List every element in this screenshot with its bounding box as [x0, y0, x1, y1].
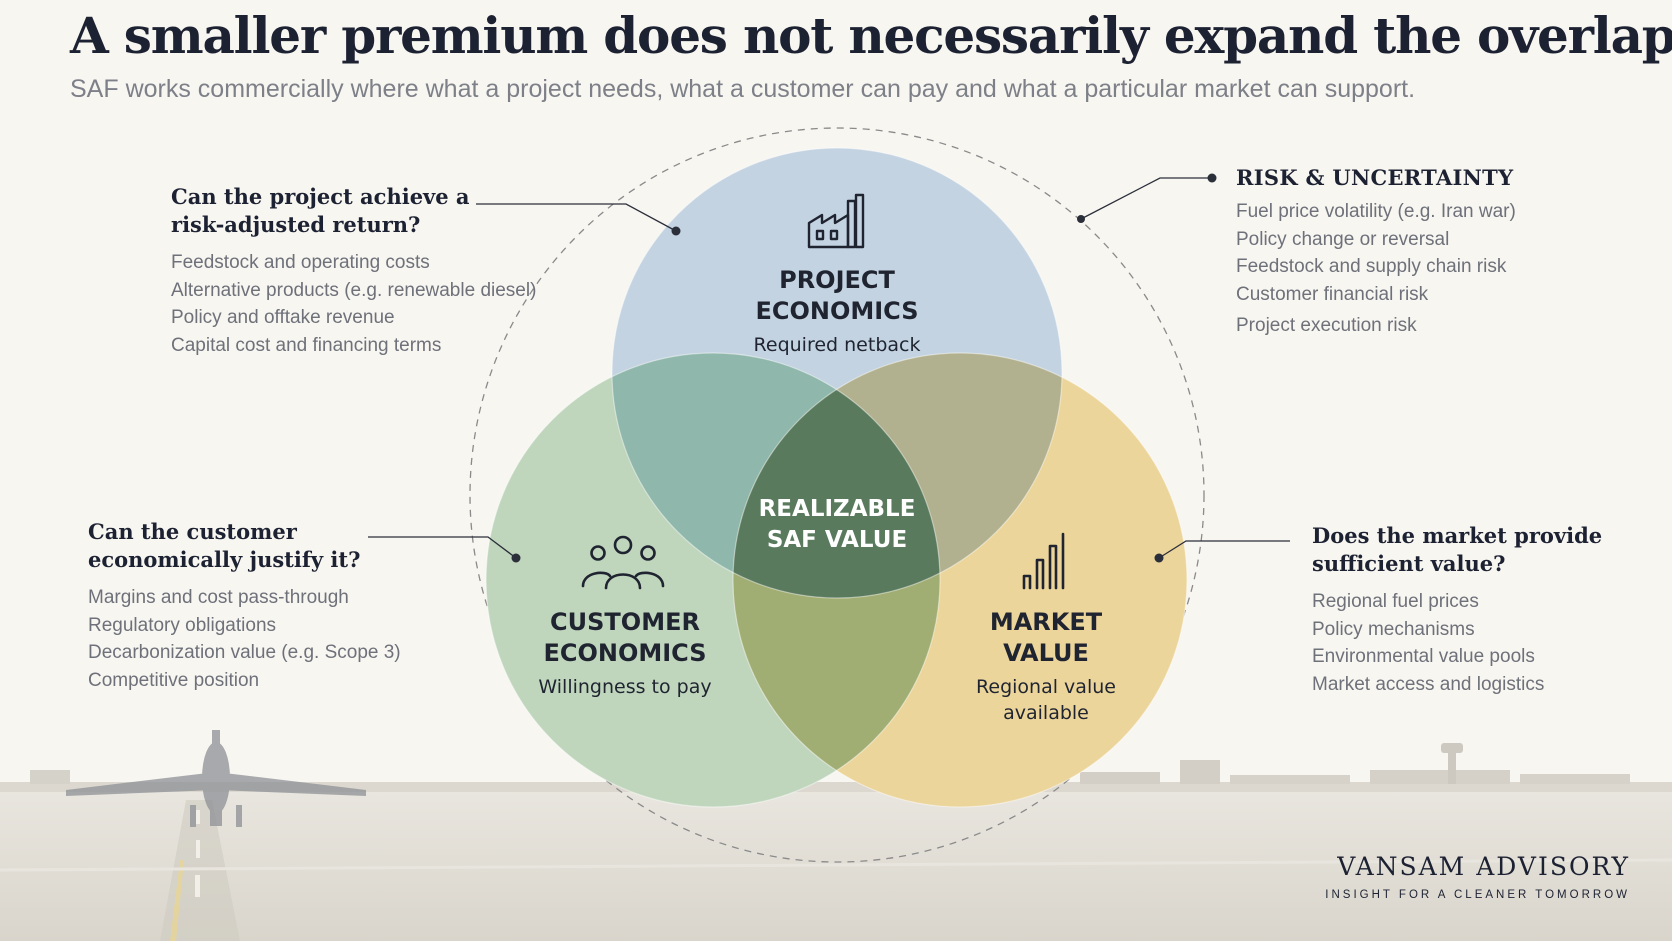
project-callout: Can the project achieve a risk-adjusted … [171, 183, 537, 359]
customer-connector-dot [511, 553, 521, 563]
market-item: Market access and logistics [1312, 673, 1545, 695]
market-title-line2: VALUE [1003, 639, 1089, 667]
market-subtitle-line2: available [1003, 702, 1089, 724]
customer-title-line1: CUSTOMER [550, 608, 700, 636]
risk-item: Project execution risk [1236, 315, 1417, 336]
brand-block: VANSAM ADVISORY INSIGHT FOR A CLEANER TO… [1325, 852, 1630, 901]
project-title-line1: PROJECT [779, 266, 895, 294]
page-title: A smaller premium does not necessarily e… [70, 6, 1672, 65]
people-icon [581, 535, 665, 590]
market-item: Environmental value pools [1312, 646, 1535, 667]
factory-icon [807, 193, 865, 249]
project-subtitle: Required netback [753, 334, 921, 356]
page-subtitle: SAF works commercially where what a proj… [70, 75, 1416, 103]
customer-item: Competitive position [88, 669, 260, 691]
customer-economics-label: CUSTOMER ECONOMICS Willingness to pay [505, 607, 745, 700]
project-economics-label: PROJECT ECONOMICS Required netback [717, 265, 957, 358]
customer-subtitle: Willingness to pay [538, 676, 712, 698]
customer-callout: Can the customer economically justify it… [88, 518, 401, 694]
risk-title: RISK & UNCERTAINTY [1236, 165, 1514, 190]
risk-connector [1080, 177, 1212, 220]
market-value-label: MARKET VALUE Regional value available [926, 607, 1166, 726]
project-item: Capital cost and financing terms [171, 334, 442, 356]
brand-tagline: INSIGHT FOR A CLEANER TOMORROW [1325, 889, 1630, 901]
risk-boundary-circle [469, 127, 1205, 863]
market-callout: Does the market provide sufficient value… [1312, 522, 1612, 698]
project-item: Policy and offtake revenue [171, 307, 395, 328]
center-line2: SAF VALUE [766, 527, 908, 553]
customer-connector [368, 536, 517, 559]
risk-item: Feedstock and supply chain risk [1236, 256, 1507, 277]
market-connector-dot [1154, 553, 1164, 563]
connector-lines [368, 177, 1290, 559]
brand-name: VANSAM ADVISORY [1337, 852, 1630, 881]
customer-question: Can the customer economically justify it… [88, 519, 361, 572]
customer-item: Decarbonization value (e.g. Scope 3) [88, 642, 401, 663]
risk-item: Policy change or reversal [1236, 228, 1450, 250]
risk-callout: RISK & UNCERTAINTY Fuel price volatility… [1236, 165, 1576, 340]
realizable-value-region [733, 353, 940, 598]
realizable-saf-value-label: REALIZABLE SAF VALUE [737, 494, 937, 556]
bar-chart-icon [1022, 532, 1065, 590]
center-line1: REALIZABLE [758, 496, 916, 522]
market-item: Policy mechanisms [1312, 618, 1475, 640]
market-connector [1158, 540, 1290, 559]
risk-connector-dot [1077, 215, 1085, 223]
risk-item: Customer financial risk [1236, 283, 1429, 305]
project-item: Alternative products (e.g. renewable die… [171, 279, 537, 301]
project-connector [476, 203, 677, 232]
risk-item: Fuel price volatility (e.g. Iran war) [1236, 201, 1516, 222]
airport-backdrop [0, 730, 1672, 941]
market-title-line1: MARKET [989, 608, 1103, 636]
risk-bullet-dot [1207, 173, 1217, 183]
project-question: Can the project achieve a risk-adjusted … [171, 184, 470, 237]
market-item: Regional fuel prices [1312, 591, 1479, 612]
project-item: Feedstock and operating costs [171, 252, 430, 273]
customer-item: Regulatory obligations [88, 614, 277, 636]
market-subtitle-line1: Regional value [976, 676, 1116, 698]
customer-item: Margins and cost pass-through [88, 587, 349, 608]
market-question: Does the market provide sufficient value… [1312, 523, 1603, 576]
project-connector-dot [671, 226, 681, 236]
project-title-line2: ECONOMICS [755, 297, 919, 325]
customer-title-line2: ECONOMICS [543, 639, 707, 667]
